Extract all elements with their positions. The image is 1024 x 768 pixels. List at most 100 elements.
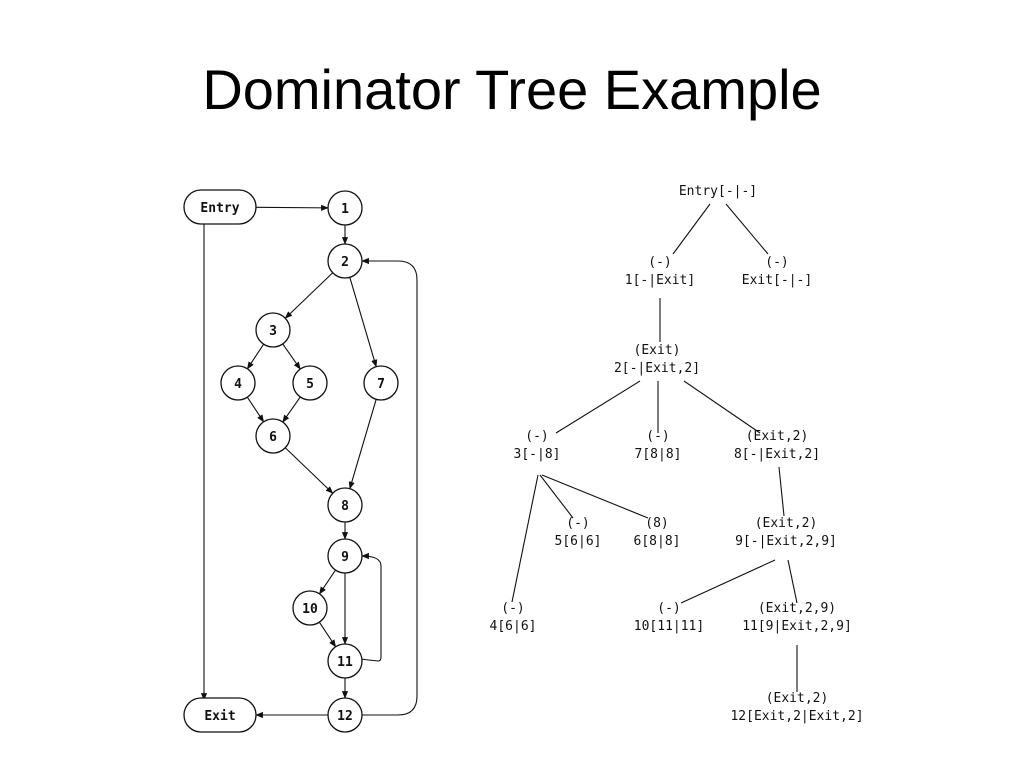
cfg-edge-7-to-8 [348,399,377,490]
cfg-node-label: 6 [269,430,277,445]
cfg-node-label: 1 [341,202,349,217]
dt-edge-3-to-6 [541,474,649,519]
dt-edge-entry-to-exit [725,203,769,255]
cfg-edge-2-to-3 [284,272,334,319]
dt-edge-2-to-8 [683,380,761,434]
cfg-node-label: 12 [337,709,353,724]
cfg-node-shape [183,697,257,733]
dt-node-11: (Exit,2,9) 11[9|Exit,2,9] [742,601,852,634]
cfg-node-shape [220,365,256,401]
dt-node-12: (Exit,2) 12[Exit,2|Exit,2] [730,691,863,724]
dt-node-entry: Entry[-|-] [679,184,757,199]
dt-node-label: 4[6|6] [490,619,537,634]
dt-node-set-label: (Exit,2) [766,691,829,706]
dt-edge-3-to-4 [511,474,539,603]
dt-node-5: (-) 5[6|6] [555,516,602,549]
dt-node-1: (-) 1[-|Exit] [625,255,695,288]
cfg-node-label: 9 [341,550,349,565]
dt-node-label: 11[9|Exit,2,9] [742,619,852,634]
dt-node-label: 10[11|11] [634,619,704,634]
cfg-edge-6-to-8 [284,447,334,494]
cfg-node-label: 2 [341,255,349,270]
dt-edge-9-to-10 [680,559,776,604]
cfg-edge-3-to-5 [282,343,301,370]
dt-node-set-label: (Exit,2) [755,516,818,531]
dt-node-label: 2[-|Exit,2] [614,361,700,376]
dt-node-3: (-) 3[-|8] [514,429,561,462]
dt-node-set-label: (-) [648,255,671,270]
dt-node-exit: (-)Exit[-|-] [742,255,812,288]
dt-node-label: Exit[-|-] [742,273,812,288]
cfg-node-11: 11 [327,643,363,679]
cfg-edge-9-to-10 [319,569,336,595]
cfg-node-label: 11 [337,655,353,670]
dt-node-8: (Exit,2) 8[-|Exit,2] [734,429,820,462]
dt-node-label: 9[-|Exit,2,9] [735,534,837,549]
cfg-node-7: 7 [363,365,399,401]
dt-node-9: (Exit,2) 9[-|Exit,2,9] [735,516,837,549]
cfg-node-5: 5 [292,365,328,401]
cfg-node-6: 6 [255,418,291,454]
cfg-edge-10-to-11 [318,621,337,648]
cfg-node-shape [363,365,399,401]
dt-node-set-label: (Exit,2) [746,429,809,444]
dt-node-set-label: (-) [525,429,548,444]
cfg-node-label: 8 [341,499,349,514]
cfg-node-label: Entry [200,201,239,216]
cfg-node-label: 10 [302,602,318,617]
dt-node-label: 12[Exit,2|Exit,2] [730,709,863,724]
cfg-node-shape [255,312,291,348]
dt-edge-2-to-3 [555,380,641,434]
dt-node-10: (-) 10[11|11] [634,601,704,634]
cfg-edge-2-to-7 [349,277,378,368]
cfg-edge-12-to-2 [361,257,418,716]
cfg-node-2: 2 [327,243,363,279]
cfg-node-3: 3 [255,312,291,348]
cfg-node-9: 9 [327,538,363,574]
cfg-node-shape [327,643,363,679]
dt-node-label: 5[6|6] [555,534,602,549]
dt-node-7: (-)7[8|8] [635,429,682,462]
cfg-node-label: 7 [377,377,385,392]
cfg-node-shape [255,418,291,454]
cfg-node-1: 1 [327,190,363,226]
dt-node-set-label: (-) [501,601,524,616]
dt-edge-3-to-5 [539,474,574,519]
cfg-node-label: Exit [204,709,235,724]
cfg-node-exit: Exit [183,697,257,733]
dt-node-set-label: (-) [566,516,589,531]
dt-node-label: 1[-|Exit] [625,273,695,288]
dt-node-set-label: (Exit) [634,343,681,358]
cfg-edge-4-to-6 [246,396,265,423]
cfg-edge-5-to-6 [282,396,301,423]
dt-node-label: Entry[-|-] [679,184,757,199]
dt-edge-8-to-9 [778,466,785,517]
cfg-node-shape [327,697,363,733]
cfg-node-entry: Entry [183,189,257,225]
dt-node-set-label: (Exit,2,9) [758,601,836,616]
dt-edge-9-to-11 [787,559,798,604]
cfg-node-shape [292,365,328,401]
cfg-node-8: 8 [327,487,363,523]
dt-node-set-label: (-) [646,429,669,444]
dt-node-6: (8) 6[8|8] [634,516,681,549]
cfg-node-shape [327,243,363,279]
dt-node-label: 8[-|Exit,2] [734,447,820,462]
cfg-node-label: 4 [234,377,242,392]
cfg-node-10: 10 [292,590,328,626]
cfg-edge-3-to-4 [246,343,265,370]
dt-node-label: 3[-|8] [514,447,561,462]
dt-node-set-label: (8) [645,516,668,531]
cfg-node-shape [327,487,363,523]
cfg-edge-entry-to-1 [255,204,329,211]
cfg-node-shape [292,590,328,626]
dominator-tree: Entry[-|-](-)1[-|Exit](-)Exit[-|-](Exit)… [490,184,864,724]
dt-node-set-label: (-) [657,601,680,616]
cfg-node-4: 4 [220,365,256,401]
cfg-node-shape [327,190,363,226]
cfg-node-12: 12 [327,697,363,733]
slide-title: Dominator Tree Example [202,58,822,121]
dt-node-label: 6[8|8] [634,534,681,549]
